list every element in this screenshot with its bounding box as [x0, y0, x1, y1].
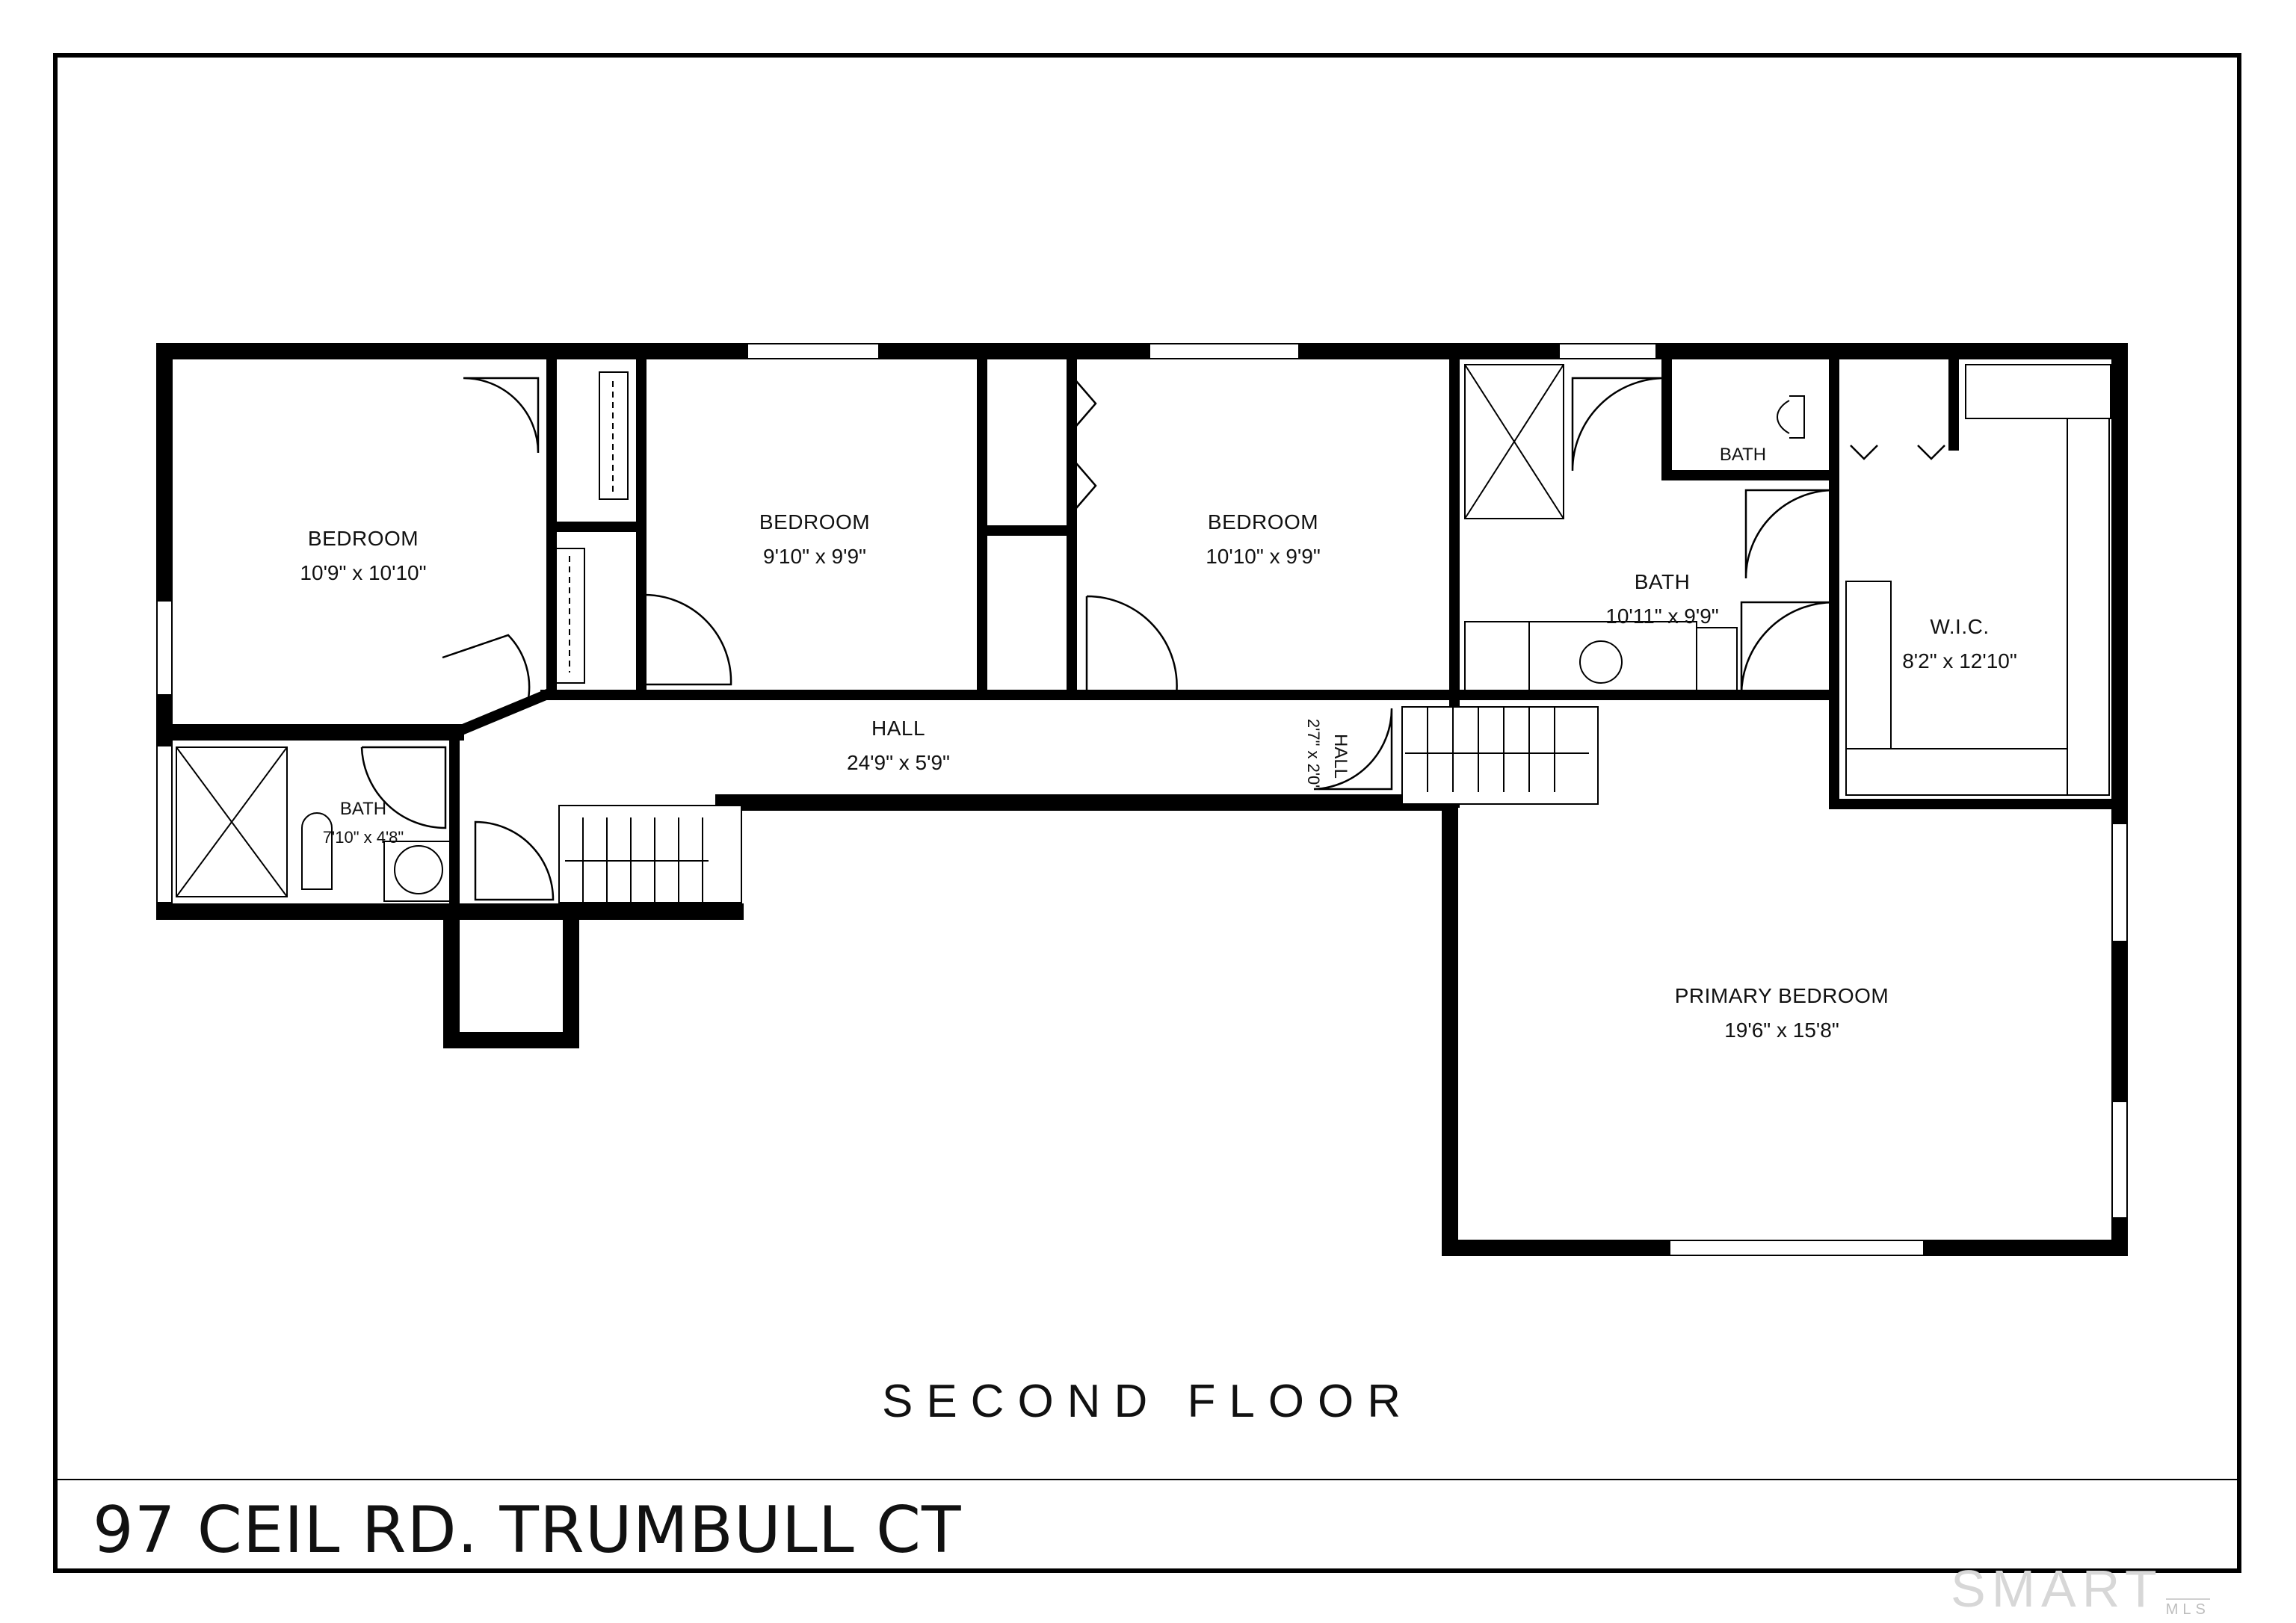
label-primary-name: PRIMARY BEDROOM — [1675, 984, 1889, 1007]
label-bath-main-name: BATH — [1635, 570, 1691, 593]
label-primary-dims: 19'6" x 15'8" — [1724, 1018, 1839, 1042]
stair-treads — [565, 707, 1589, 903]
label-bedroom-2-name: BEDROOM — [759, 510, 870, 534]
address-title: 97 CEIL RD. TRUMBULL CT — [93, 1493, 962, 1568]
page-frame — [53, 53, 2241, 1573]
label-bedroom-3-name: BEDROOM — [1208, 510, 1318, 534]
windows — [156, 343, 2128, 1256]
label-bath-left-name: BATH — [340, 799, 386, 819]
label-hall-dims: 24'9" x 5'9" — [847, 751, 950, 774]
doors — [360, 377, 1945, 901]
label-bedroom-1-dims: 10'9" x 10'10" — [300, 561, 426, 584]
label-bath-main-dims: 10'11" x 9'9" — [1605, 605, 1718, 628]
label-bedroom-1-name: BEDROOM — [308, 527, 419, 550]
label-bath-small-name: BATH — [1720, 445, 1766, 465]
stairs — [558, 706, 1599, 903]
label-wic-name: W.I.C. — [1930, 615, 1989, 638]
label-bedroom-2-dims: 9'10" x 9'9" — [763, 545, 866, 568]
room-labels: BEDROOM 10'9" x 10'10" BEDROOM 9'10" x 9… — [300, 445, 2016, 1042]
walls — [156, 343, 2128, 1256]
label-wic-dims: 8'2" x 12'10" — [1902, 649, 2017, 673]
label-bath-left-dims: 7'10" x 4'8" — [323, 828, 404, 847]
watermark-main: SMART — [1951, 1559, 2163, 1618]
label-hall-small-name: HALL — [1330, 734, 1351, 779]
label-hall-small-dims: 2'7" x 2'0" — [1304, 719, 1323, 791]
label-bedroom-3-dims: 10'10" x 9'9" — [1206, 545, 1321, 568]
floor-label: SECOND FLOOR — [881, 1376, 1415, 1427]
label-hall-name: HALL — [871, 717, 925, 740]
watermark-sub: MLS — [2165, 1598, 2210, 1619]
fixtures — [176, 364, 2111, 902]
